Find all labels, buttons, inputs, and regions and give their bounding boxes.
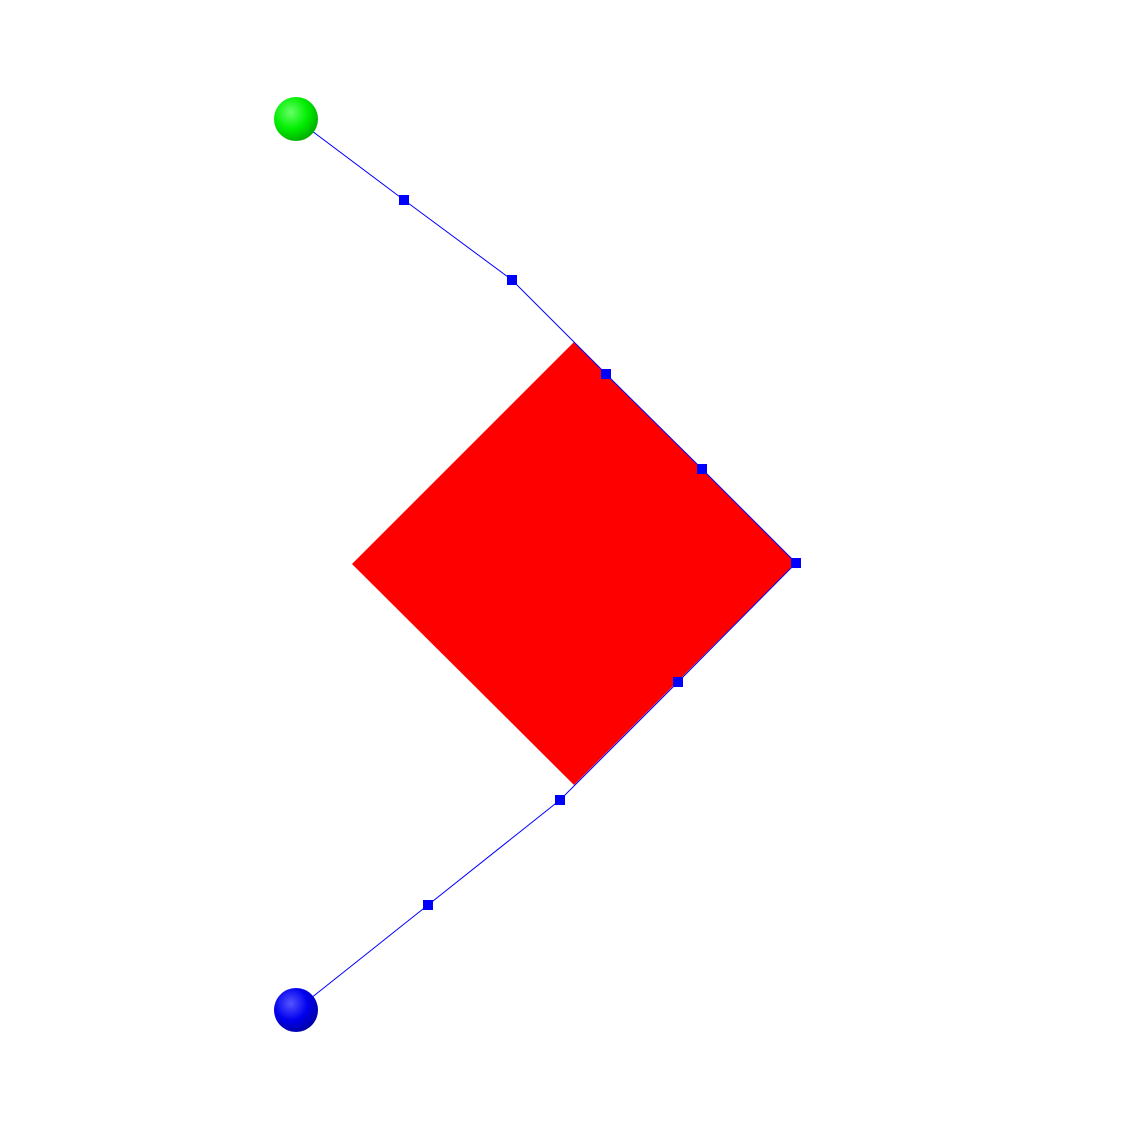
waypoint-marker [399, 195, 409, 205]
waypoint-marker [423, 900, 433, 910]
waypoint-marker [791, 558, 801, 568]
goal-sphere [274, 988, 318, 1032]
waypoint-marker [601, 369, 611, 379]
waypoint-marker [555, 795, 565, 805]
start-sphere [274, 97, 318, 141]
waypoint-marker [673, 677, 683, 687]
red-diamond-obstacle [352, 342, 796, 785]
path-waypoints [399, 195, 801, 910]
path-line [295, 118, 797, 1011]
waypoint-marker [697, 464, 707, 474]
waypoint-marker [507, 275, 517, 285]
